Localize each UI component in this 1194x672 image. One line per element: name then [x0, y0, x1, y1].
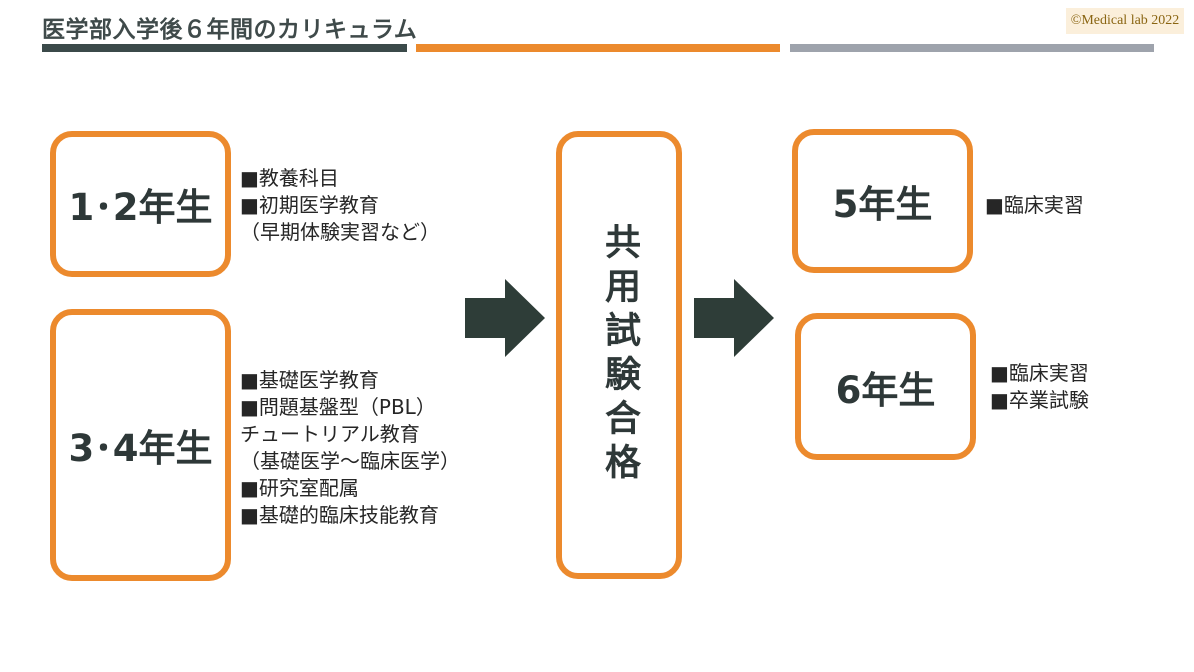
list-item: ■基礎医学教育 — [240, 368, 379, 392]
stage-list-year5: ■臨床実習 — [985, 192, 1084, 219]
right-arrow-icon — [465, 279, 545, 357]
header-rule-orange — [416, 44, 780, 52]
list-item: ■臨床実習 — [990, 361, 1089, 385]
list-item: ■臨床実習 — [985, 193, 1084, 217]
list-item: （基礎医学～臨床医学） — [240, 449, 460, 473]
stage-box-year12: 1･2年生 — [50, 131, 231, 277]
stage-list-year6: ■臨床実習 ■卒業試験 — [990, 360, 1089, 414]
stage-list-year12: ■教養科目 ■初期医学教育 （早期体験実習など） — [240, 165, 440, 246]
copyright-badge: ©Medical lab 2022 — [1066, 8, 1184, 34]
stage-box-year6: 6年生 — [795, 313, 976, 460]
list-item: ■卒業試験 — [990, 388, 1089, 412]
stage-label-year5: 5年生 — [832, 183, 933, 226]
list-item: ■研究室配属 — [240, 476, 359, 500]
stage-box-exam: 共用試験合格 — [556, 131, 682, 579]
stage-label-year34: 3･4年生 — [68, 427, 213, 470]
list-item: チュートリアル教育 — [240, 422, 420, 446]
stage-list-year34: ■基礎医学教育 ■問題基盤型（PBL） チュートリアル教育 （基礎医学～臨床医学… — [240, 367, 460, 529]
right-arrow-icon — [694, 279, 774, 357]
header-rule-dark — [42, 44, 407, 52]
list-item: ■初期医学教育 — [240, 193, 379, 217]
page-title: 医学部入学後６年間のカリキュラム — [42, 17, 418, 43]
header-rule-gray — [790, 44, 1154, 52]
list-item: ■問題基盤型（PBL） — [240, 395, 436, 419]
stage-label-year6: 6年生 — [835, 368, 936, 412]
list-item: ■基礎的臨床技能教育 — [240, 503, 439, 527]
stage-box-year5: 5年生 — [792, 129, 973, 273]
list-item: （早期体験実習など） — [240, 220, 440, 244]
stage-label-year12: 1･2年生 — [68, 186, 213, 229]
stage-label-exam: 共用試験合格 — [599, 223, 640, 487]
list-item: ■教養科目 — [240, 166, 339, 190]
stage-box-year34: 3･4年生 — [50, 309, 231, 581]
